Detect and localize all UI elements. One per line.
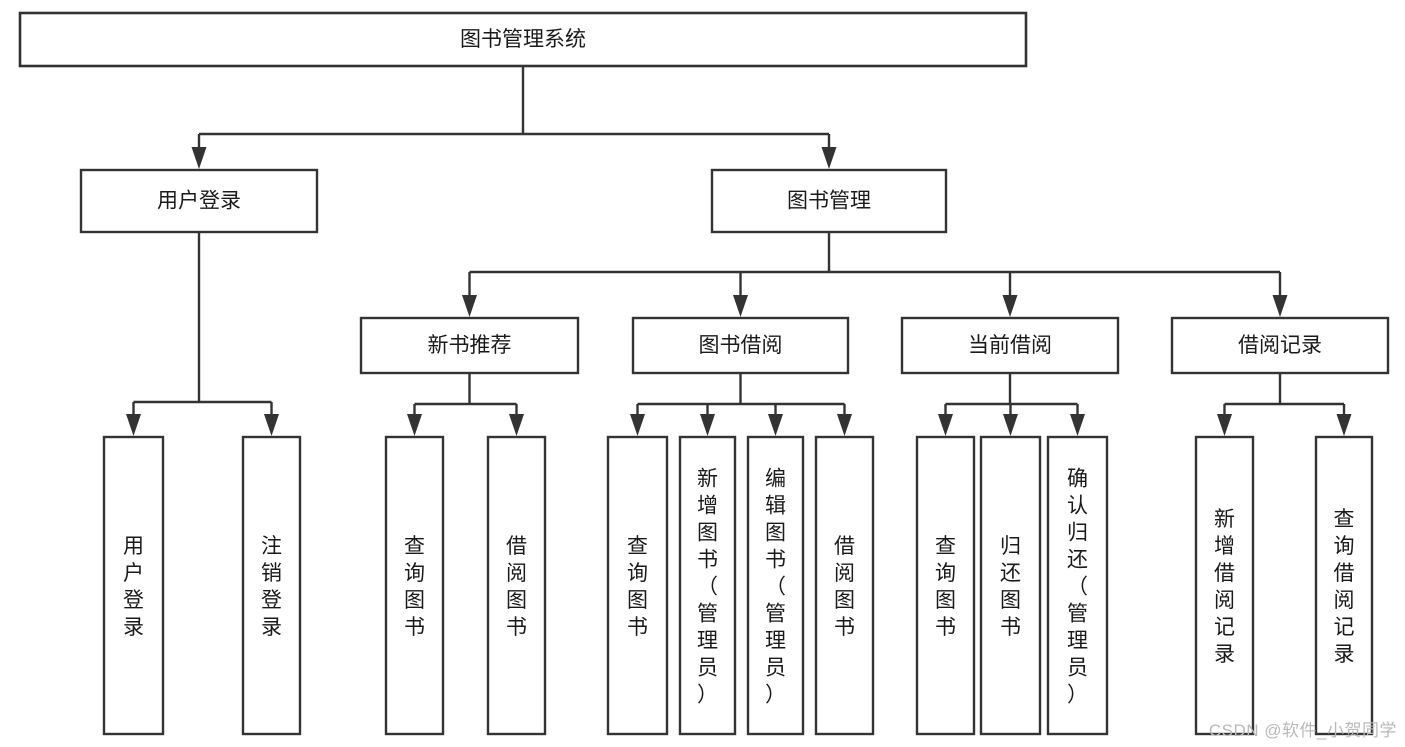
arrow-head-leaf-query-record — [1336, 414, 1352, 436]
node-leaf-logout[interactable]: 注销登录 — [241, 435, 302, 736]
node-leaf-user-login[interactable]: 用户登录 — [102, 435, 165, 736]
node-layer: 图书管理系统用户登录图书管理新书推荐图书借阅当前借阅借阅记录用户登录注销登录查询… — [18, 11, 1390, 736]
arrow-head-leaf-borrow-book-1 — [509, 414, 524, 436]
connector-group-borrow-record — [1217, 373, 1352, 436]
connector-layer — [126, 66, 1352, 436]
node-new-book-rec[interactable]: 新书推荐 — [359, 316, 580, 375]
node-label-user-login: 用户登录 — [157, 190, 241, 213]
connector-group-root — [191, 66, 837, 169]
arrow-head-leaf-edit-book — [768, 414, 783, 436]
node-box-leaf-add-record[interactable] — [1194, 435, 1255, 736]
arrow-head-new-book-rec — [462, 295, 477, 317]
node-leaf-add-record[interactable]: 新增借阅记录 — [1194, 435, 1255, 736]
node-label-leaf-confirm-return: 确认归还（管理员） — [1067, 467, 1088, 706]
arrow-head-leaf-borrow-book-2 — [837, 414, 852, 436]
node-box-book-borrow[interactable] — [631, 316, 850, 375]
node-label-leaf-add-record: 新增借阅记录 — [1214, 508, 1235, 666]
node-box-leaf-return-book[interactable] — [979, 435, 1042, 736]
node-label-leaf-edit-book: 编辑图书（管理员） — [765, 467, 786, 706]
arrow-head-leaf-query-book-2 — [630, 414, 645, 436]
node-book-manage[interactable]: 图书管理 — [710, 168, 948, 234]
arrow-head-user-login — [191, 147, 207, 169]
arrow-head-book-manage — [821, 147, 837, 169]
arrow-head-borrow-record — [1272, 295, 1288, 317]
node-box-root[interactable] — [18, 11, 1028, 68]
node-label-leaf-add-book: 新增图书（管理员） — [697, 467, 718, 706]
node-box-leaf-query-book-3[interactable] — [915, 435, 976, 736]
node-leaf-query-book-3[interactable]: 查询图书 — [915, 435, 976, 736]
node-label-leaf-logout: 注销登录 — [261, 535, 282, 639]
node-box-leaf-user-login[interactable] — [102, 435, 165, 736]
node-label-book-manage: 图书管理 — [787, 190, 871, 213]
node-box-leaf-borrow-book-1[interactable] — [486, 435, 547, 736]
arrow-head-book-borrow — [733, 295, 748, 317]
node-leaf-query-record[interactable]: 查询借阅记录 — [1314, 435, 1374, 736]
connector-group-book-manage — [462, 232, 1288, 317]
node-label-leaf-query-record: 查询借阅记录 — [1334, 508, 1355, 666]
node-current-borrow[interactable]: 当前借阅 — [900, 316, 1120, 375]
node-label-book-borrow: 图书借阅 — [699, 334, 783, 357]
node-leaf-borrow-book-2[interactable]: 借阅图书 — [814, 435, 875, 736]
arrow-head-leaf-logout — [264, 414, 279, 436]
arrow-head-leaf-return-book — [1003, 414, 1018, 436]
node-leaf-borrow-book-1[interactable]: 借阅图书 — [486, 435, 547, 736]
node-leaf-add-book[interactable]: 新增图书（管理员） — [678, 435, 737, 736]
node-label-current-borrow: 当前借阅 — [968, 334, 1052, 357]
node-user-login[interactable]: 用户登录 — [79, 168, 319, 234]
connector-group-book-borrow — [630, 373, 852, 436]
node-box-current-borrow[interactable] — [900, 316, 1120, 375]
node-label-root: 图书管理系统 — [460, 28, 586, 51]
node-leaf-confirm-return[interactable]: 确认归还（管理员） — [1046, 435, 1109, 736]
node-box-leaf-logout[interactable] — [241, 435, 302, 736]
node-leaf-query-book-1[interactable]: 查询图书 — [384, 435, 445, 736]
watermark-text: CSDN @软件_小贺同学 — [1208, 721, 1397, 740]
node-label-leaf-borrow-book-2: 借阅图书 — [834, 535, 855, 639]
node-box-borrow-record[interactable] — [1170, 316, 1390, 375]
node-leaf-return-book[interactable]: 归还图书 — [979, 435, 1042, 736]
node-box-leaf-edit-book[interactable] — [746, 435, 805, 736]
node-box-leaf-confirm-return[interactable] — [1046, 435, 1109, 736]
node-leaf-edit-book[interactable]: 编辑图书（管理员） — [746, 435, 805, 736]
node-borrow-record[interactable]: 借阅记录 — [1170, 316, 1390, 375]
node-label-leaf-borrow-book-1: 借阅图书 — [506, 535, 527, 639]
arrow-head-leaf-query-book-3 — [938, 414, 953, 436]
arrow-head-leaf-user-login — [126, 414, 141, 436]
node-label-new-book-rec: 新书推荐 — [428, 334, 512, 357]
node-box-leaf-query-book-1[interactable] — [384, 435, 445, 736]
connector-group-current-borrow — [938, 373, 1085, 436]
arrow-head-leaf-query-book-1 — [407, 414, 422, 436]
node-box-leaf-query-book-2[interactable] — [606, 435, 669, 736]
node-label-leaf-return-book: 归还图书 — [1000, 535, 1021, 639]
arrow-head-leaf-confirm-return — [1070, 414, 1085, 436]
node-label-borrow-record: 借阅记录 — [1238, 334, 1322, 357]
arrow-head-leaf-add-book — [700, 414, 715, 436]
node-box-book-manage[interactable] — [710, 168, 948, 234]
arrow-head-leaf-add-record — [1217, 414, 1232, 436]
node-box-leaf-add-book[interactable] — [678, 435, 737, 736]
node-leaf-query-book-2[interactable]: 查询图书 — [606, 435, 669, 736]
node-root[interactable]: 图书管理系统 — [18, 11, 1028, 68]
connector-group-user-login — [126, 232, 279, 436]
arrow-head-current-borrow — [1002, 295, 1018, 317]
connector-group-new-book-rec — [407, 373, 524, 436]
node-box-user-login[interactable] — [79, 168, 319, 234]
node-label-leaf-query-book-1: 查询图书 — [404, 535, 425, 639]
node-box-new-book-rec[interactable] — [359, 316, 580, 375]
node-box-leaf-borrow-book-2[interactable] — [814, 435, 875, 736]
node-book-borrow[interactable]: 图书借阅 — [631, 316, 850, 375]
node-box-leaf-query-record[interactable] — [1314, 435, 1374, 736]
node-label-leaf-user-login: 用户登录 — [123, 535, 144, 639]
node-label-leaf-query-book-3: 查询图书 — [935, 535, 956, 639]
node-label-leaf-query-book-2: 查询图书 — [627, 535, 648, 639]
